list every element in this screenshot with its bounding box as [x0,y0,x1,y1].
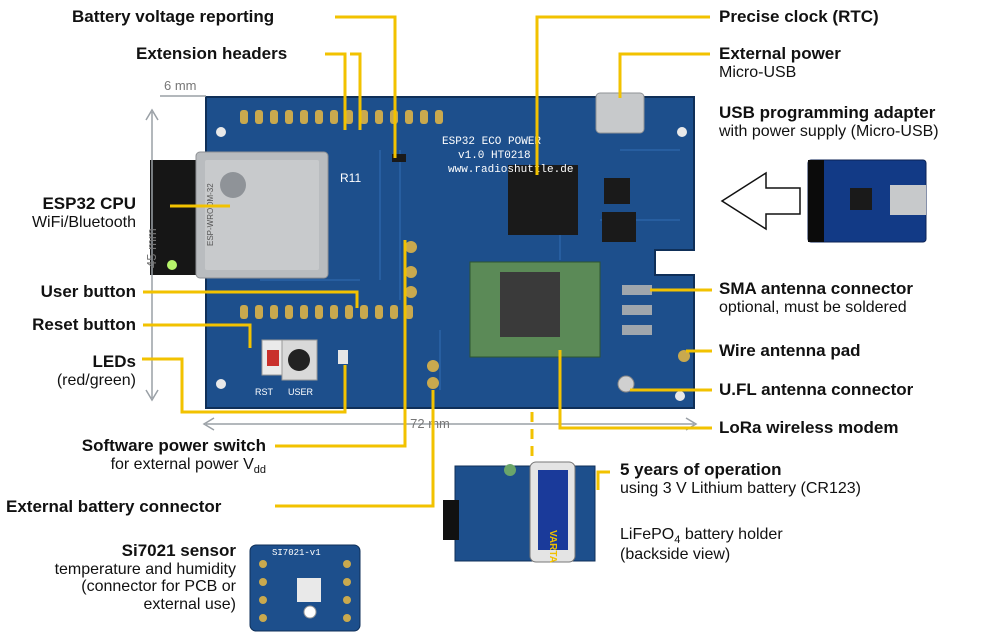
module-name: ESP-WROOM-32 [206,183,215,246]
board-url: www.radioshuttle.de [448,164,573,176]
label-reset-button: Reset button [32,315,136,334]
label-leds: LEDs (red/green) [56,352,136,389]
label-wire-antenna: Wire antenna pad [719,341,861,360]
label-si7021: Si7021 sensor temperature and humidity (… [54,541,236,613]
label-external-power: External power Micro-USB [719,44,841,81]
silk-rst: RST [255,387,274,397]
small-chip-2 [602,212,636,242]
leader-lines [142,15,712,508]
sensor-label: SI7021-v1 [272,548,321,558]
bottom-header-pins [240,305,413,319]
label-usb-adapter: USB programming adapter with power suppl… [719,103,939,140]
battery-holder-image [443,461,596,563]
label-external-battery: External battery connector [6,497,222,516]
esp32-module [150,151,329,279]
power-pad-2 [427,377,439,389]
label-lifepo-holder: LiFePO4 battery holder (backside view) [620,526,783,564]
label-software-power-switch: Software power switch for external power… [81,436,266,476]
dim-width: 72 mm [410,416,450,431]
dim-left-margin: 6 mm [164,78,197,93]
dimension-lines [145,95,698,431]
main-pcb [150,92,695,409]
rtc-chip [508,165,578,235]
battery-brand: VARTA [547,530,558,563]
arrow-icon [720,171,801,231]
label-battery-voltage: Battery voltage reporting [72,7,275,26]
label-esp32: ESP32 CPU WiFi/Bluetooth [31,194,136,231]
power-pad-1 [427,360,439,372]
label-rtc: Precise clock (RTC) [719,7,879,26]
board-title: ESP32 ECO POWER [442,136,541,148]
silk-r11: R11 [340,171,361,185]
usb-adapter-image [807,159,927,243]
label-operation: 5 years of operation using 3 V Lithium b… [620,460,861,497]
sma-pads [622,285,652,335]
user-button-part [281,339,318,381]
ufl-connector [617,375,635,393]
board-version: v1.0 HT0218 [458,150,531,162]
label-user-button: User button [40,282,136,301]
si7021-board-image [249,544,361,632]
label-ufl: U.FL antenna connector [719,380,914,399]
label-lora: LoRa wireless modem [719,418,899,437]
micro-usb-connector [595,92,645,134]
small-chip [604,178,630,204]
lora-module [469,261,601,358]
label-sma: SMA antenna connector optional, must be … [719,279,913,316]
label-extension-headers: Extension headers [136,44,288,63]
wire-antenna-pad [678,350,690,362]
silk-user: USER [288,387,314,397]
leds-part [338,350,348,364]
dim-height: 45 mm [144,228,159,268]
